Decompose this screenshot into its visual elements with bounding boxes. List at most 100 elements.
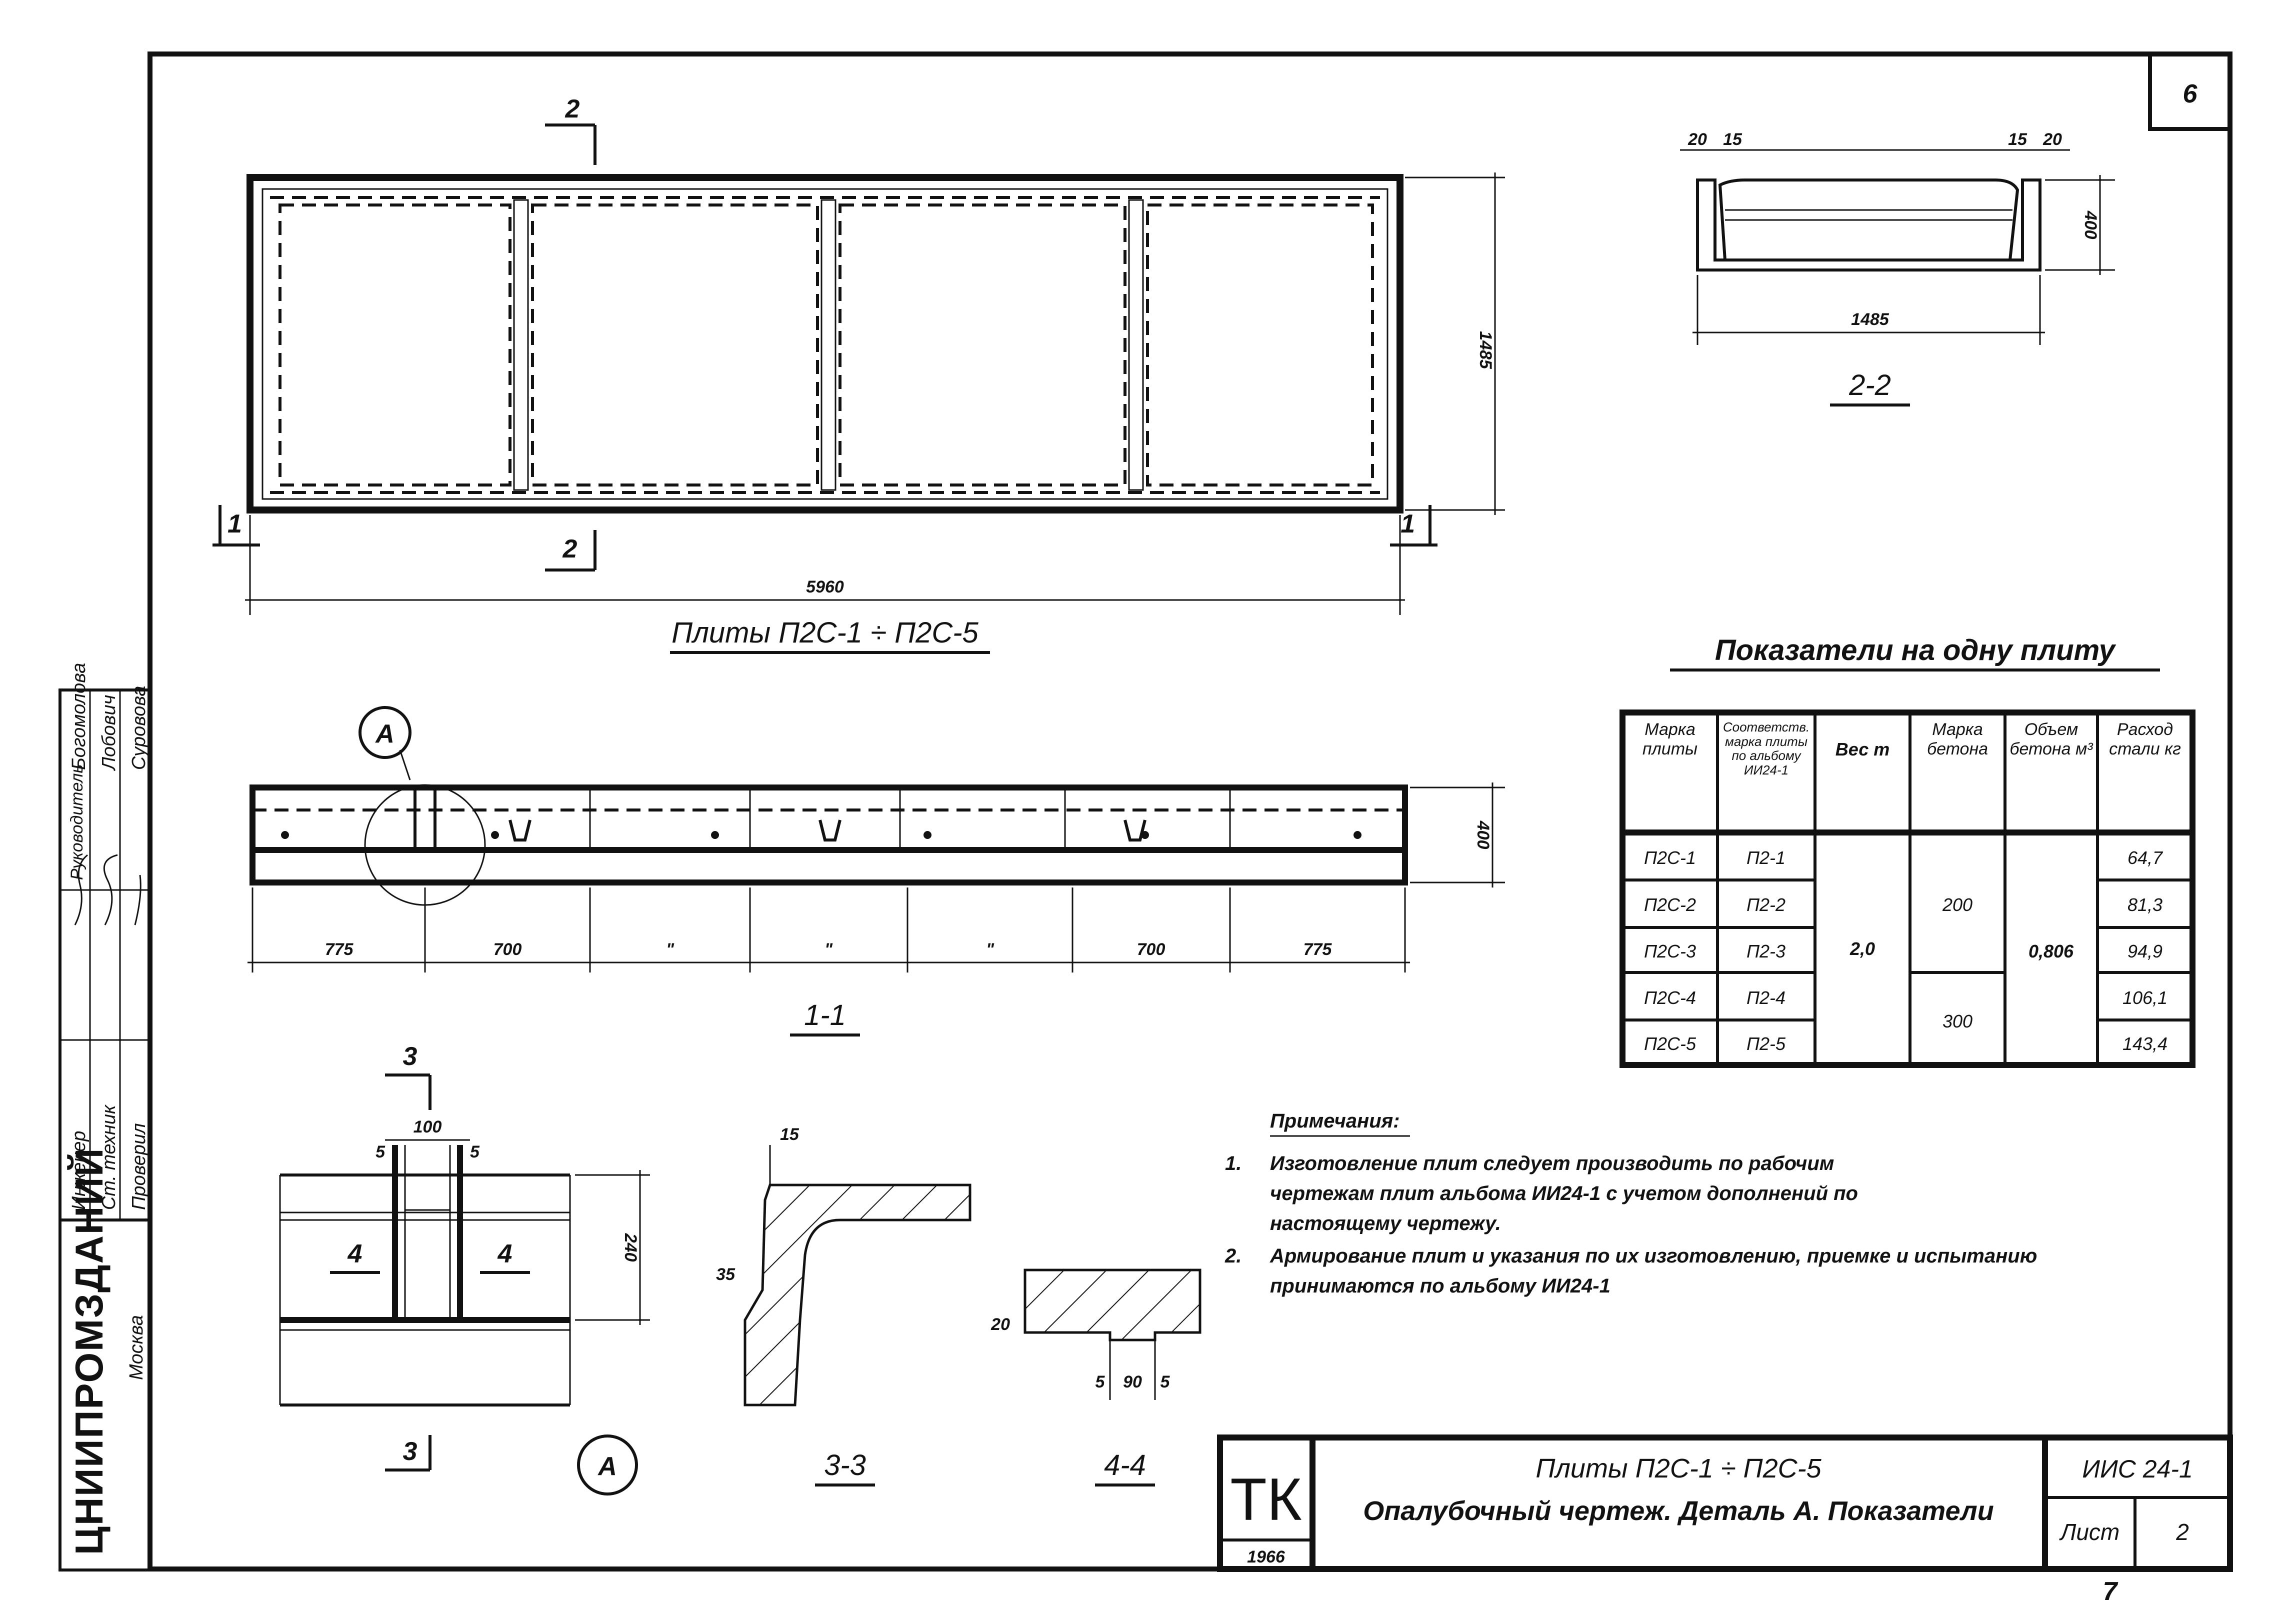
row-match-4: П2-5: [1746, 1034, 1786, 1054]
note-1-num: 1.: [1225, 1152, 1242, 1174]
plan-caption: Плиты П2С-1 ÷ П2С-5: [672, 616, 978, 649]
tb-org: ТК: [1230, 1466, 1302, 1533]
stamp-name-2: Суровова: [128, 686, 150, 770]
note-1-line-2: чертежам плит альбома ИИ24-1 с учетом до…: [1270, 1182, 1858, 1204]
stamp-city: Москва: [126, 1315, 147, 1380]
row-mark-2: П2С-3: [1644, 941, 1696, 962]
tb-year: 1966: [1247, 1548, 1286, 1566]
title-block: ТК 1966 Плиты П2С-1 ÷ П2С-5 Опалубочный …: [1217, 1434, 2233, 1572]
indicators-title: Показатели на одну плиту: [1715, 634, 2116, 666]
detail-section-3-top: 3: [403, 1042, 418, 1071]
section-mark-1-left: 1: [228, 510, 242, 538]
hdr-mark: Марка плиты: [1642, 720, 1698, 759]
row-steel-3: 106,1: [2122, 988, 2168, 1008]
hdr-volume: Объем бетона м³: [2010, 720, 2093, 759]
stamp-role-2: Проверил: [128, 1123, 150, 1210]
plan-outline: [246, 174, 1404, 514]
row-match-3: П2-4: [1746, 988, 1786, 1008]
row-steel-1: 81,3: [2128, 894, 2162, 915]
hdr-weight: Вес т: [1835, 739, 1890, 760]
section-2-2: 20 15 15 20 400 1485 2-2: [1680, 130, 2115, 406]
indicators-table: Показатели на одну плиту Марка плиты Соо…: [1620, 634, 2196, 1068]
row-match-0: П2-1: [1746, 848, 1786, 868]
plan-view: 2 2 1 1 5960 1485 Плиты П2С-1 ÷ П2С-5: [212, 94, 1505, 654]
detail-label-4-right: 4: [498, 1240, 512, 1268]
sec11-dim-height: 400: [1474, 820, 1492, 850]
sec11-dim-1: 700: [494, 940, 522, 959]
section-mark-1-right: 1: [1400, 510, 1415, 538]
row-mark-1: П2С-2: [1644, 894, 1696, 915]
section-4-4: 5 90 5 20 4-4: [990, 1268, 1202, 1486]
sec22-dim-height: 400: [2081, 210, 2100, 240]
sec11-outline: [250, 784, 1408, 886]
sec33-caption: 3-3: [824, 1449, 866, 1482]
note-2-num: 2.: [1224, 1245, 1242, 1267]
section-1-1: А 400 775 700 " " " 700 775 1-1: [248, 706, 1505, 1036]
sheet-number: 6: [2183, 80, 2198, 108]
row-mark-4: П2С-5: [1644, 1034, 1696, 1054]
sec33-dim-side: 35: [716, 1265, 736, 1284]
detail-dim-rib: 100: [414, 1118, 442, 1136]
sec44-dim-mid: 90: [1123, 1372, 1142, 1392]
notes-title: Примечания:: [1270, 1110, 1400, 1132]
detail-dim-side-right: 5: [470, 1142, 480, 1162]
tb-sheet-label: Лист: [2059, 1519, 2120, 1545]
cell-concrete-300: 300: [1942, 1011, 1972, 1032]
row-match-1: П2-2: [1746, 894, 1786, 915]
tb-title-2: Опалубочный чертеж. Деталь А. Показатели: [1363, 1496, 1994, 1526]
sec33-dim-top: 15: [780, 1125, 800, 1144]
stamp-name-0: Богомолова: [68, 663, 90, 770]
hdr-match: Соответств. марка плиты по альбому ИИ24-…: [1722, 720, 1810, 778]
detail-section-3-bottom: 3: [403, 1437, 418, 1466]
sec11-dim-4: ": [986, 940, 994, 959]
detail-a: 3 3 100 5 5 4 4 240 А: [279, 1042, 650, 1496]
sec11-dim-0: 775: [325, 940, 354, 959]
tb-code: ИИС 24-1: [2082, 1455, 2193, 1483]
sec22-dim-tr-b: 20: [2042, 130, 2062, 149]
sec22-dim-width: 1485: [1851, 310, 1890, 329]
tb-sheet-value: 2: [2176, 1519, 2189, 1545]
plan-dim-width: 1485: [1476, 331, 1495, 370]
detail-dim-side-left: 5: [376, 1142, 386, 1162]
sec22-caption: 2-2: [1848, 369, 1891, 402]
sec44-dim-right: 5: [1160, 1372, 1170, 1392]
stamp-name-1: Лобович: [98, 695, 120, 772]
stamp-role-1: Ст. техник: [98, 1104, 120, 1210]
note-2-line-1: Армирование плит и указания по их изгото…: [1270, 1245, 2037, 1267]
side-stamp: Руководитель Богомолова Лобович Суровова…: [58, 663, 152, 1572]
sec11-dim-5: 700: [1137, 940, 1166, 959]
sec11-dim-6: 775: [1304, 940, 1332, 959]
hdr-concrete: Марка бетона: [1926, 720, 1988, 759]
stamp-institute: ЦНИИПРОМЗДАНИЙ: [67, 1148, 111, 1555]
detail-label-4-left: 4: [348, 1240, 362, 1268]
sec11-callout: А: [374, 720, 394, 748]
tb-title-1: Плиты П2С-1 ÷ П2С-5: [1536, 1454, 1822, 1484]
detail-callout: А: [597, 1452, 617, 1481]
cell-volume: 0,806: [2028, 941, 2074, 962]
stamp-role-0: Инженер: [68, 1130, 90, 1210]
cell-weight: 2,0: [1850, 938, 1875, 959]
notes: Примечания: 1. Изготовление плит следует…: [1224, 1110, 2037, 1297]
stamp-signatures: [74, 854, 142, 926]
sec44-dim-left: 5: [1096, 1372, 1106, 1392]
row-steel-4: 143,4: [2122, 1034, 2168, 1054]
sheet-number-box: [2148, 52, 2232, 131]
sec44-dim-side: 20: [990, 1315, 1010, 1334]
row-mark-3: П2С-4: [1644, 988, 1696, 1008]
section-mark-2-top: 2: [565, 94, 580, 124]
row-steel-0: 64,7: [2128, 848, 2164, 868]
stamp-header: Руководитель: [68, 764, 86, 880]
row-steel-2: 94,9: [2128, 941, 2162, 962]
sec22-dim-tl-a: 20: [1688, 130, 1707, 149]
row-mark-0: П2С-1: [1644, 848, 1696, 868]
section-mark-2-bottom: 2: [562, 534, 578, 564]
section-3-3: 15 35 3-3: [716, 1125, 972, 1486]
sec11-dim-2: ": [666, 940, 674, 959]
detail-dim-height: 240: [621, 1233, 640, 1262]
sec22-dim-tl-b: 15: [1723, 130, 1742, 149]
hdr-steel: Расход стали кг: [2109, 720, 2181, 759]
sec11-caption: 1-1: [804, 999, 846, 1032]
sec22-dim-tr-a: 15: [2008, 130, 2028, 149]
note-2-line-2: принимаются по альбому ИИ24-1: [1270, 1275, 1610, 1297]
